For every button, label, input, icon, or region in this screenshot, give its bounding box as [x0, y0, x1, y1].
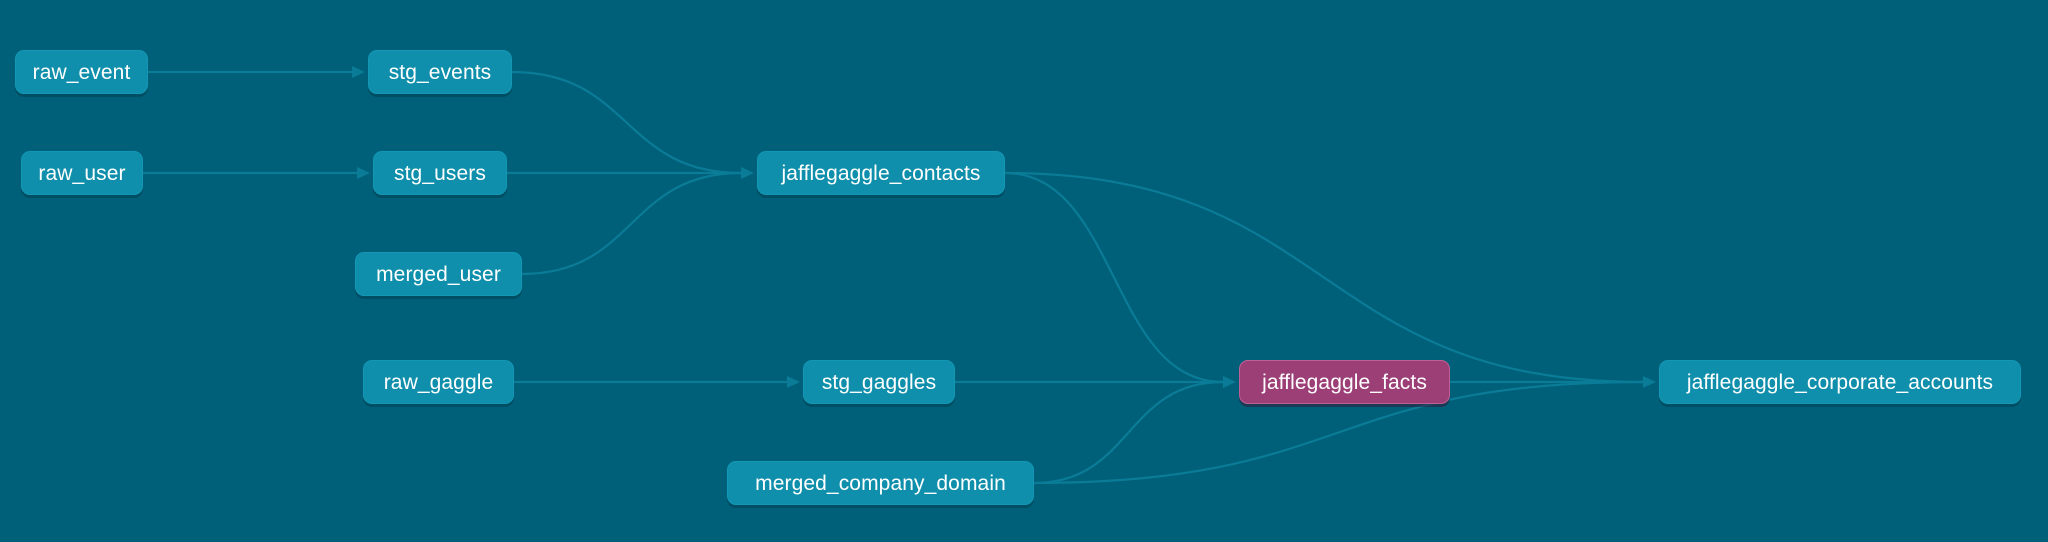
graph-node-label: stg_gaggles	[821, 370, 937, 394]
graph-node-stg_events[interactable]: stg_events	[368, 50, 512, 94]
graph-node-label: jafflegaggle_facts	[1262, 370, 1427, 394]
graph-node-raw_gaggle[interactable]: raw_gaggle	[363, 360, 514, 404]
graph-edge-arrowhead-stg_users	[357, 167, 370, 179]
graph-node-label: jafflegaggle_contacts	[781, 161, 981, 185]
graph-node-jafflegaggle_corporate_accounts[interactable]: jafflegaggle_corporate_accounts	[1659, 360, 2021, 404]
graph-node-raw_user[interactable]: raw_user	[21, 151, 143, 195]
graph-node-jafflegaggle_contacts[interactable]: jafflegaggle_contacts	[757, 151, 1005, 195]
graph-edge-arrowhead-stg_events	[352, 66, 365, 78]
graph-node-raw_event[interactable]: raw_event	[15, 50, 148, 94]
graph-node-label: raw_event	[32, 60, 131, 84]
graph-node-label: merged_user	[376, 262, 501, 286]
graph-node-label: merged_company_domain	[755, 471, 1006, 495]
graph-node-jafflegaggle_facts[interactable]: jafflegaggle_facts	[1239, 360, 1450, 404]
graph-edge-merged_company_domain-to-jafflegaggle_facts	[1033, 380, 1224, 485]
graph-node-label: raw_user	[38, 161, 126, 185]
graph-edge-jafflegaggle_contacts-to-jafflegaggle_facts	[1004, 171, 1224, 384]
graph-edge-merged_user-to-jafflegaggle_contacts	[521, 171, 742, 276]
graph-edge-arrowhead-jafflegaggle_corporate_accounts	[1643, 376, 1656, 388]
graph-node-merged_company_domain[interactable]: merged_company_domain	[727, 461, 1034, 505]
graph-node-label: jafflegaggle_corporate_accounts	[1686, 370, 1994, 394]
graph-node-stg_users[interactable]: stg_users	[373, 151, 507, 195]
graph-node-label: raw_gaggle	[383, 370, 494, 394]
graph-edge-jafflegaggle_contacts-to-jafflegaggle_corporate_accounts	[1004, 171, 1644, 384]
graph-edge-stg_events-to-jafflegaggle_contacts	[511, 70, 742, 175]
graph-node-label: stg_events	[388, 60, 492, 84]
graph-node-label: stg_users	[394, 161, 486, 185]
graph-edge-arrowhead-jafflegaggle_facts	[1223, 376, 1236, 388]
graph-node-merged_user[interactable]: merged_user	[355, 252, 522, 296]
graph-node-stg_gaggles[interactable]: stg_gaggles	[803, 360, 955, 404]
graph-edge-arrowhead-jafflegaggle_contacts	[741, 167, 754, 179]
graph-edge-arrowhead-stg_gaggles	[787, 376, 800, 388]
